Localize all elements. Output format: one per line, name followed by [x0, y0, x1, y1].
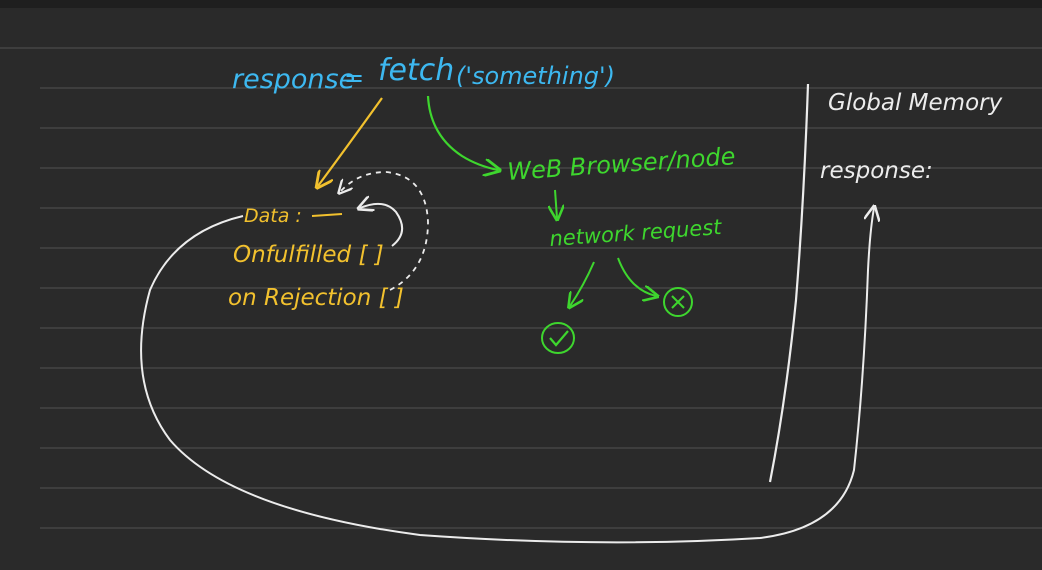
response-variable: response	[232, 64, 355, 95]
global-memory-title: Global Memory	[828, 90, 1003, 116]
network-to-success-arrow	[570, 261, 595, 306]
top-edge-strip	[0, 0, 1042, 8]
network-request-label: network request	[549, 215, 723, 251]
web-browser-label: WeB Browser/node	[506, 142, 736, 186]
browser-to-network-arrow	[555, 189, 557, 218]
data-empty-value-dash	[311, 213, 343, 217]
check-circle-icon	[541, 322, 575, 354]
fetch-to-browser-arrow	[426, 95, 498, 170]
onrejection-to-data-dashed-arrow	[340, 171, 429, 291]
on-fulfilled-label: Onfulfilled [ ]	[233, 242, 384, 268]
global-memory-panel: Global Memory response:	[820, 90, 1003, 184]
data-field-label: Data :	[244, 205, 302, 227]
response-memory-entry: response:	[820, 158, 933, 184]
onfulfilled-to-data-arrow	[360, 204, 403, 247]
promise-object: Data : Onfulfilled [ ] on Rejection [ ]	[228, 205, 404, 311]
background-work: WeB Browser/node network request	[506, 142, 736, 354]
on-rejection-label: on Rejection [ ]	[228, 285, 404, 311]
global-memory-divider	[768, 83, 810, 483]
fetch-call: fetch	[378, 53, 454, 88]
equals-sign: =	[344, 64, 364, 92]
code-line: response = fetch ('something')	[232, 53, 615, 95]
network-to-failure-arrow	[617, 257, 656, 296]
fetch-argument: ('something')	[456, 62, 615, 90]
fetch-to-promise-arrow	[318, 97, 383, 186]
x-circle-icon	[663, 287, 693, 317]
data-to-response-loop-arrow	[140, 208, 874, 544]
